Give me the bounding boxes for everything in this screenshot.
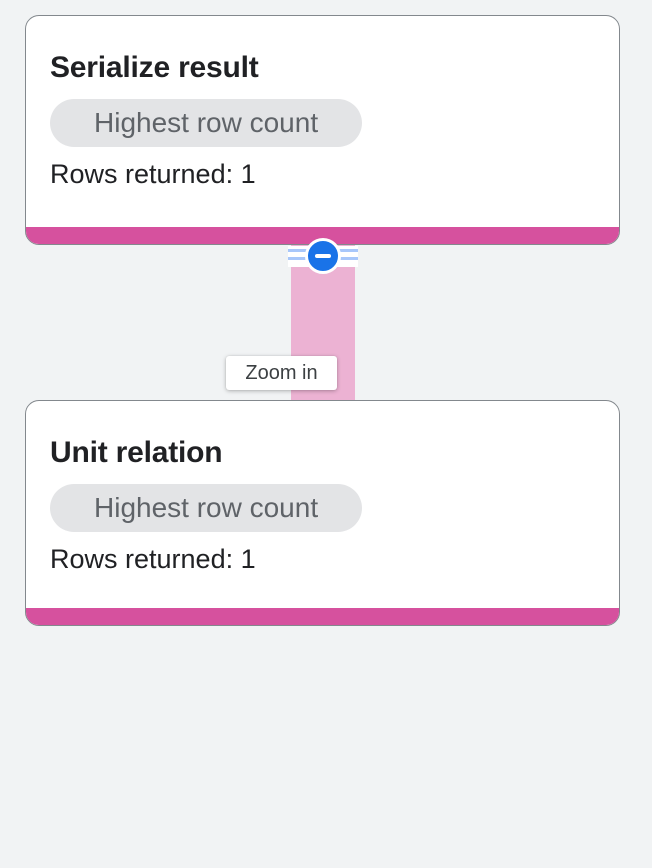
stage-node-unit-relation[interactable]: Unit relation Highest row count Rows ret… xyxy=(25,400,620,626)
stage-node-serialize-result[interactable]: Serialize result Highest row count Rows … xyxy=(25,15,620,245)
rows-returned-label: Rows returned: 1 xyxy=(50,544,256,574)
node-title: Unit relation xyxy=(50,436,223,469)
node-title: Serialize result xyxy=(50,51,259,84)
node-accent-bar xyxy=(26,608,619,625)
highest-row-count-badge: Highest row count xyxy=(50,484,363,532)
collapse-edge-button[interactable] xyxy=(305,238,341,274)
minus-circle-icon xyxy=(315,254,331,258)
node-accent-bar xyxy=(26,227,619,244)
highest-row-count-badge: Highest row count xyxy=(50,99,363,147)
rows-returned-label: Rows returned: 1 xyxy=(50,159,256,189)
zoom-in-tooltip: Zoom in xyxy=(226,356,337,390)
